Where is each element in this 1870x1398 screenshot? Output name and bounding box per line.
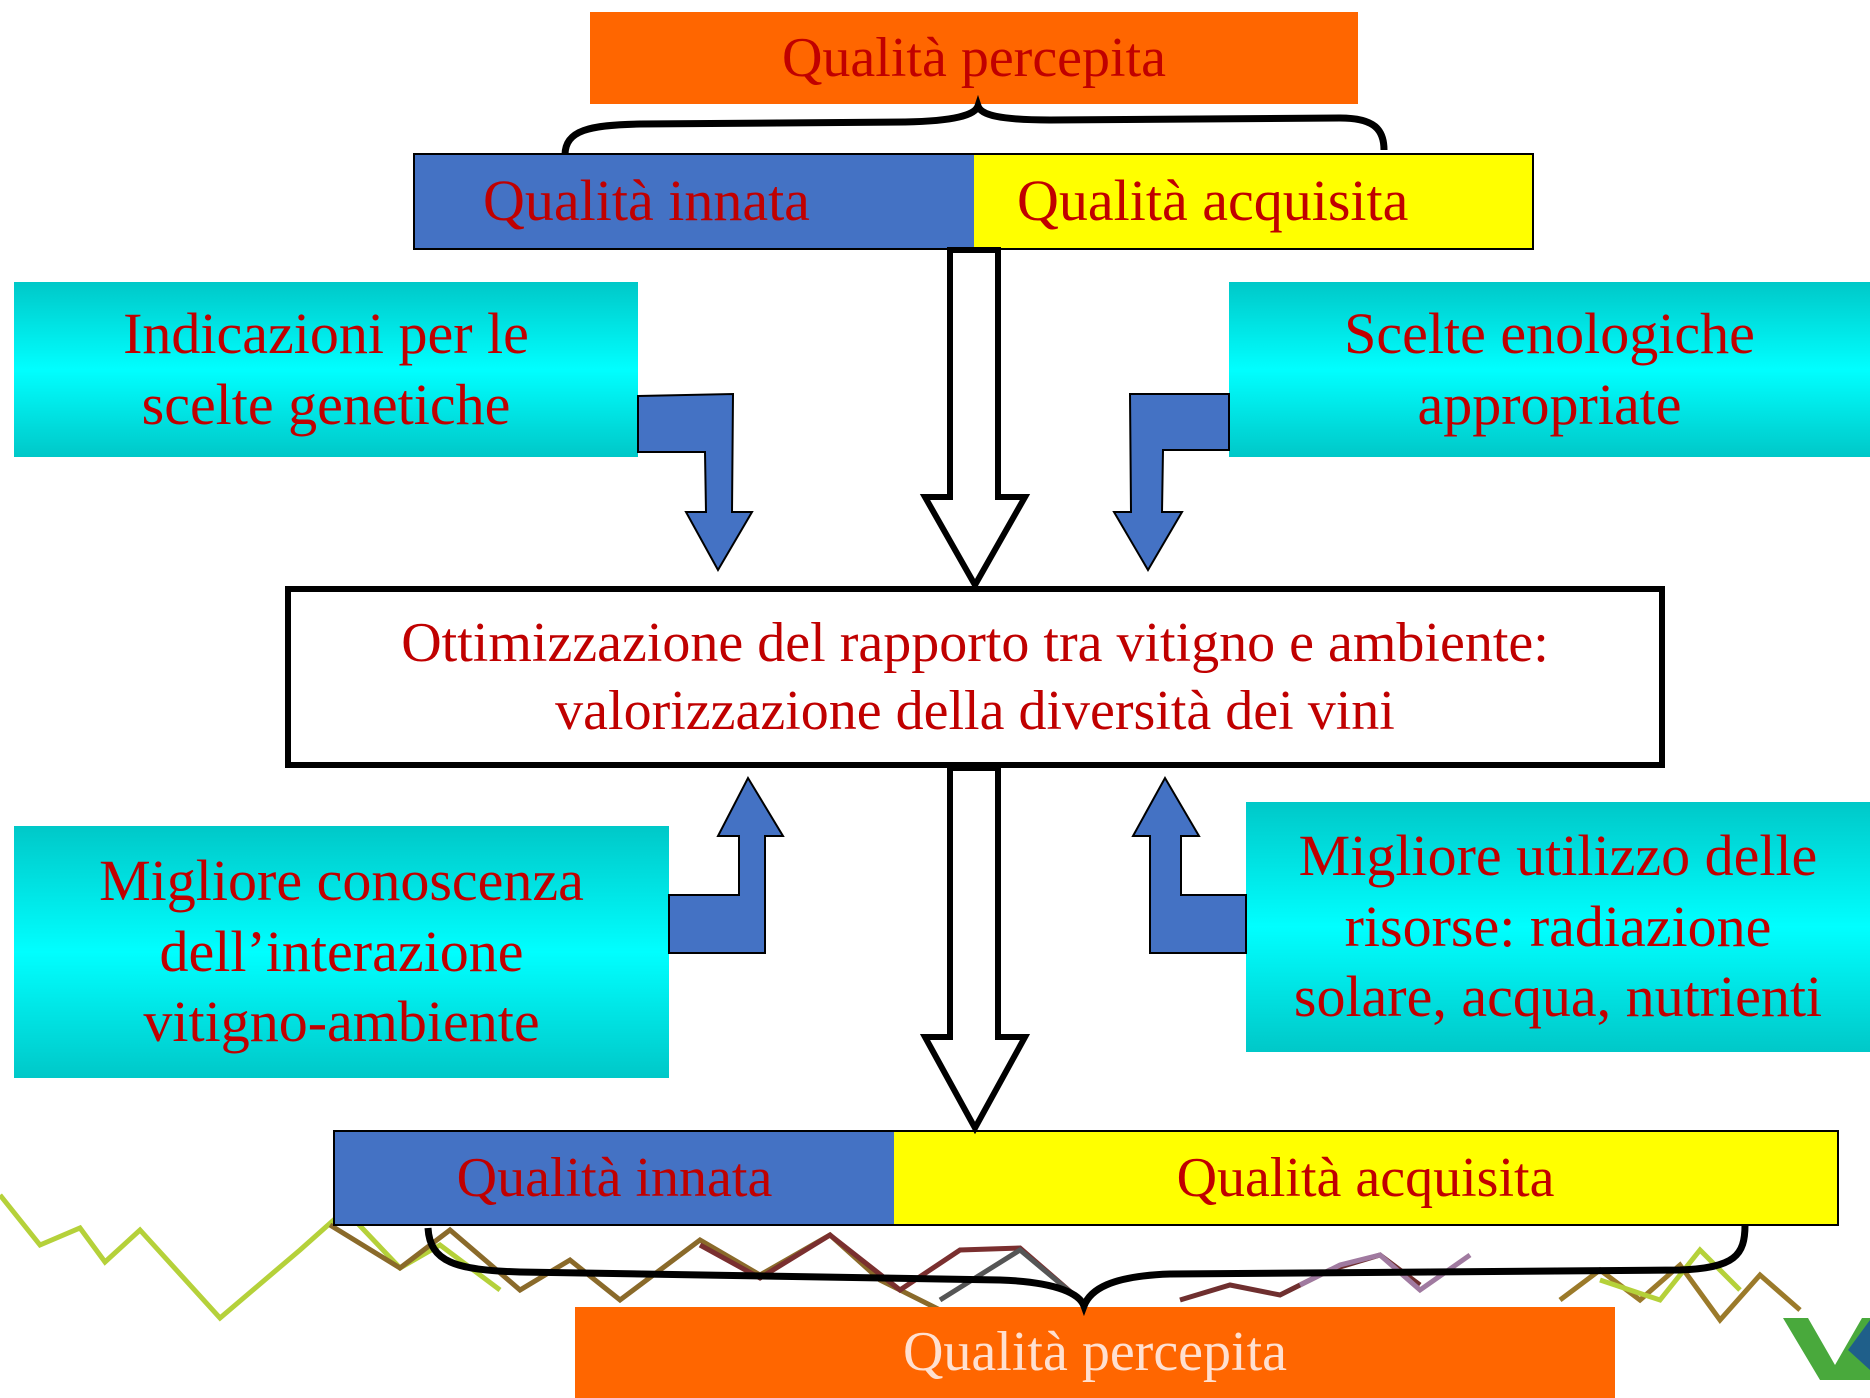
bottom-acquired-quality-box: Qualità acquisita [894, 1130, 1839, 1226]
top-perceived-quality-box: Qualità percepita [590, 12, 1358, 104]
bottom-innate-quality-box: Qualità innata [333, 1130, 896, 1226]
logo-green-shape [1783, 1318, 1870, 1380]
interaction-knowledge-line1: Migliore conoscenza [99, 847, 584, 913]
top-innate-quality-box: Qualità innata [413, 153, 976, 250]
oenological-choices-line2: appropriate [1417, 371, 1682, 437]
top-innate-quality-label: Qualità innata [483, 168, 810, 234]
genetic-choices-line2: scelte genetiche [141, 371, 511, 437]
top-acquired-quality-box: Qualità acquisita [974, 153, 1534, 250]
bottom-brace [424, 1224, 1749, 1317]
top-perceived-quality-label: Qualità percepita [781, 26, 1166, 89]
genetic-choices-box: Indicazioni per le scelte genetiche [14, 282, 638, 457]
bent-arrow-resources [1131, 775, 1247, 954]
bent-arrow-oenological [1112, 393, 1230, 572]
interaction-knowledge-line3: vitigno-ambiente [143, 989, 540, 1055]
down-arrow-bottom [919, 765, 1031, 1135]
interaction-knowledge-line2: dell’interazione [159, 918, 524, 984]
resource-use-line2: risorse: radiazione [1344, 893, 1772, 959]
zigzag-lime-line [1599, 1246, 1742, 1303]
bottom-perceived-quality-box: Qualità percepita [575, 1307, 1615, 1398]
resource-use-line3: solare, acqua, nutrienti [1293, 964, 1823, 1030]
logo-blue-shape [1848, 1320, 1870, 1370]
resource-use-line1: Migliore utilizzo delle [1298, 822, 1818, 888]
optimization-line2: valorizzazione della diversità dei vini [555, 680, 1395, 742]
top-brace [561, 94, 1388, 156]
bottom-acquired-quality-label: Qualità acquisita [1176, 1146, 1555, 1209]
interaction-knowledge-box: Migliore conoscenza dell’interazione vit… [14, 826, 669, 1078]
oenological-choices-box: Scelte enologiche appropriate [1229, 282, 1870, 457]
resource-use-box: Migliore utilizzo delle risorse: radiazi… [1246, 802, 1870, 1052]
optimization-box: Ottimizzazione del rapporto tra vitigno … [285, 586, 1665, 768]
zigzag-gray-line [938, 1246, 1082, 1303]
bent-arrow-interaction [668, 775, 785, 954]
top-acquired-quality-label: Qualità acquisita [1017, 168, 1409, 234]
genetic-choices-line1: Indicazioni per le [123, 300, 529, 366]
optimization-line1: Ottimizzazione del rapporto tra vitigno … [401, 611, 1549, 674]
bottom-innate-quality-label: Qualità innata [456, 1146, 773, 1209]
bottom-perceived-quality-label: Qualità percepita [902, 1321, 1287, 1384]
bent-arrow-genetic [637, 392, 754, 573]
oenological-choices-line1: Scelte enologiche [1344, 300, 1755, 366]
down-arrow-top [919, 247, 1031, 592]
